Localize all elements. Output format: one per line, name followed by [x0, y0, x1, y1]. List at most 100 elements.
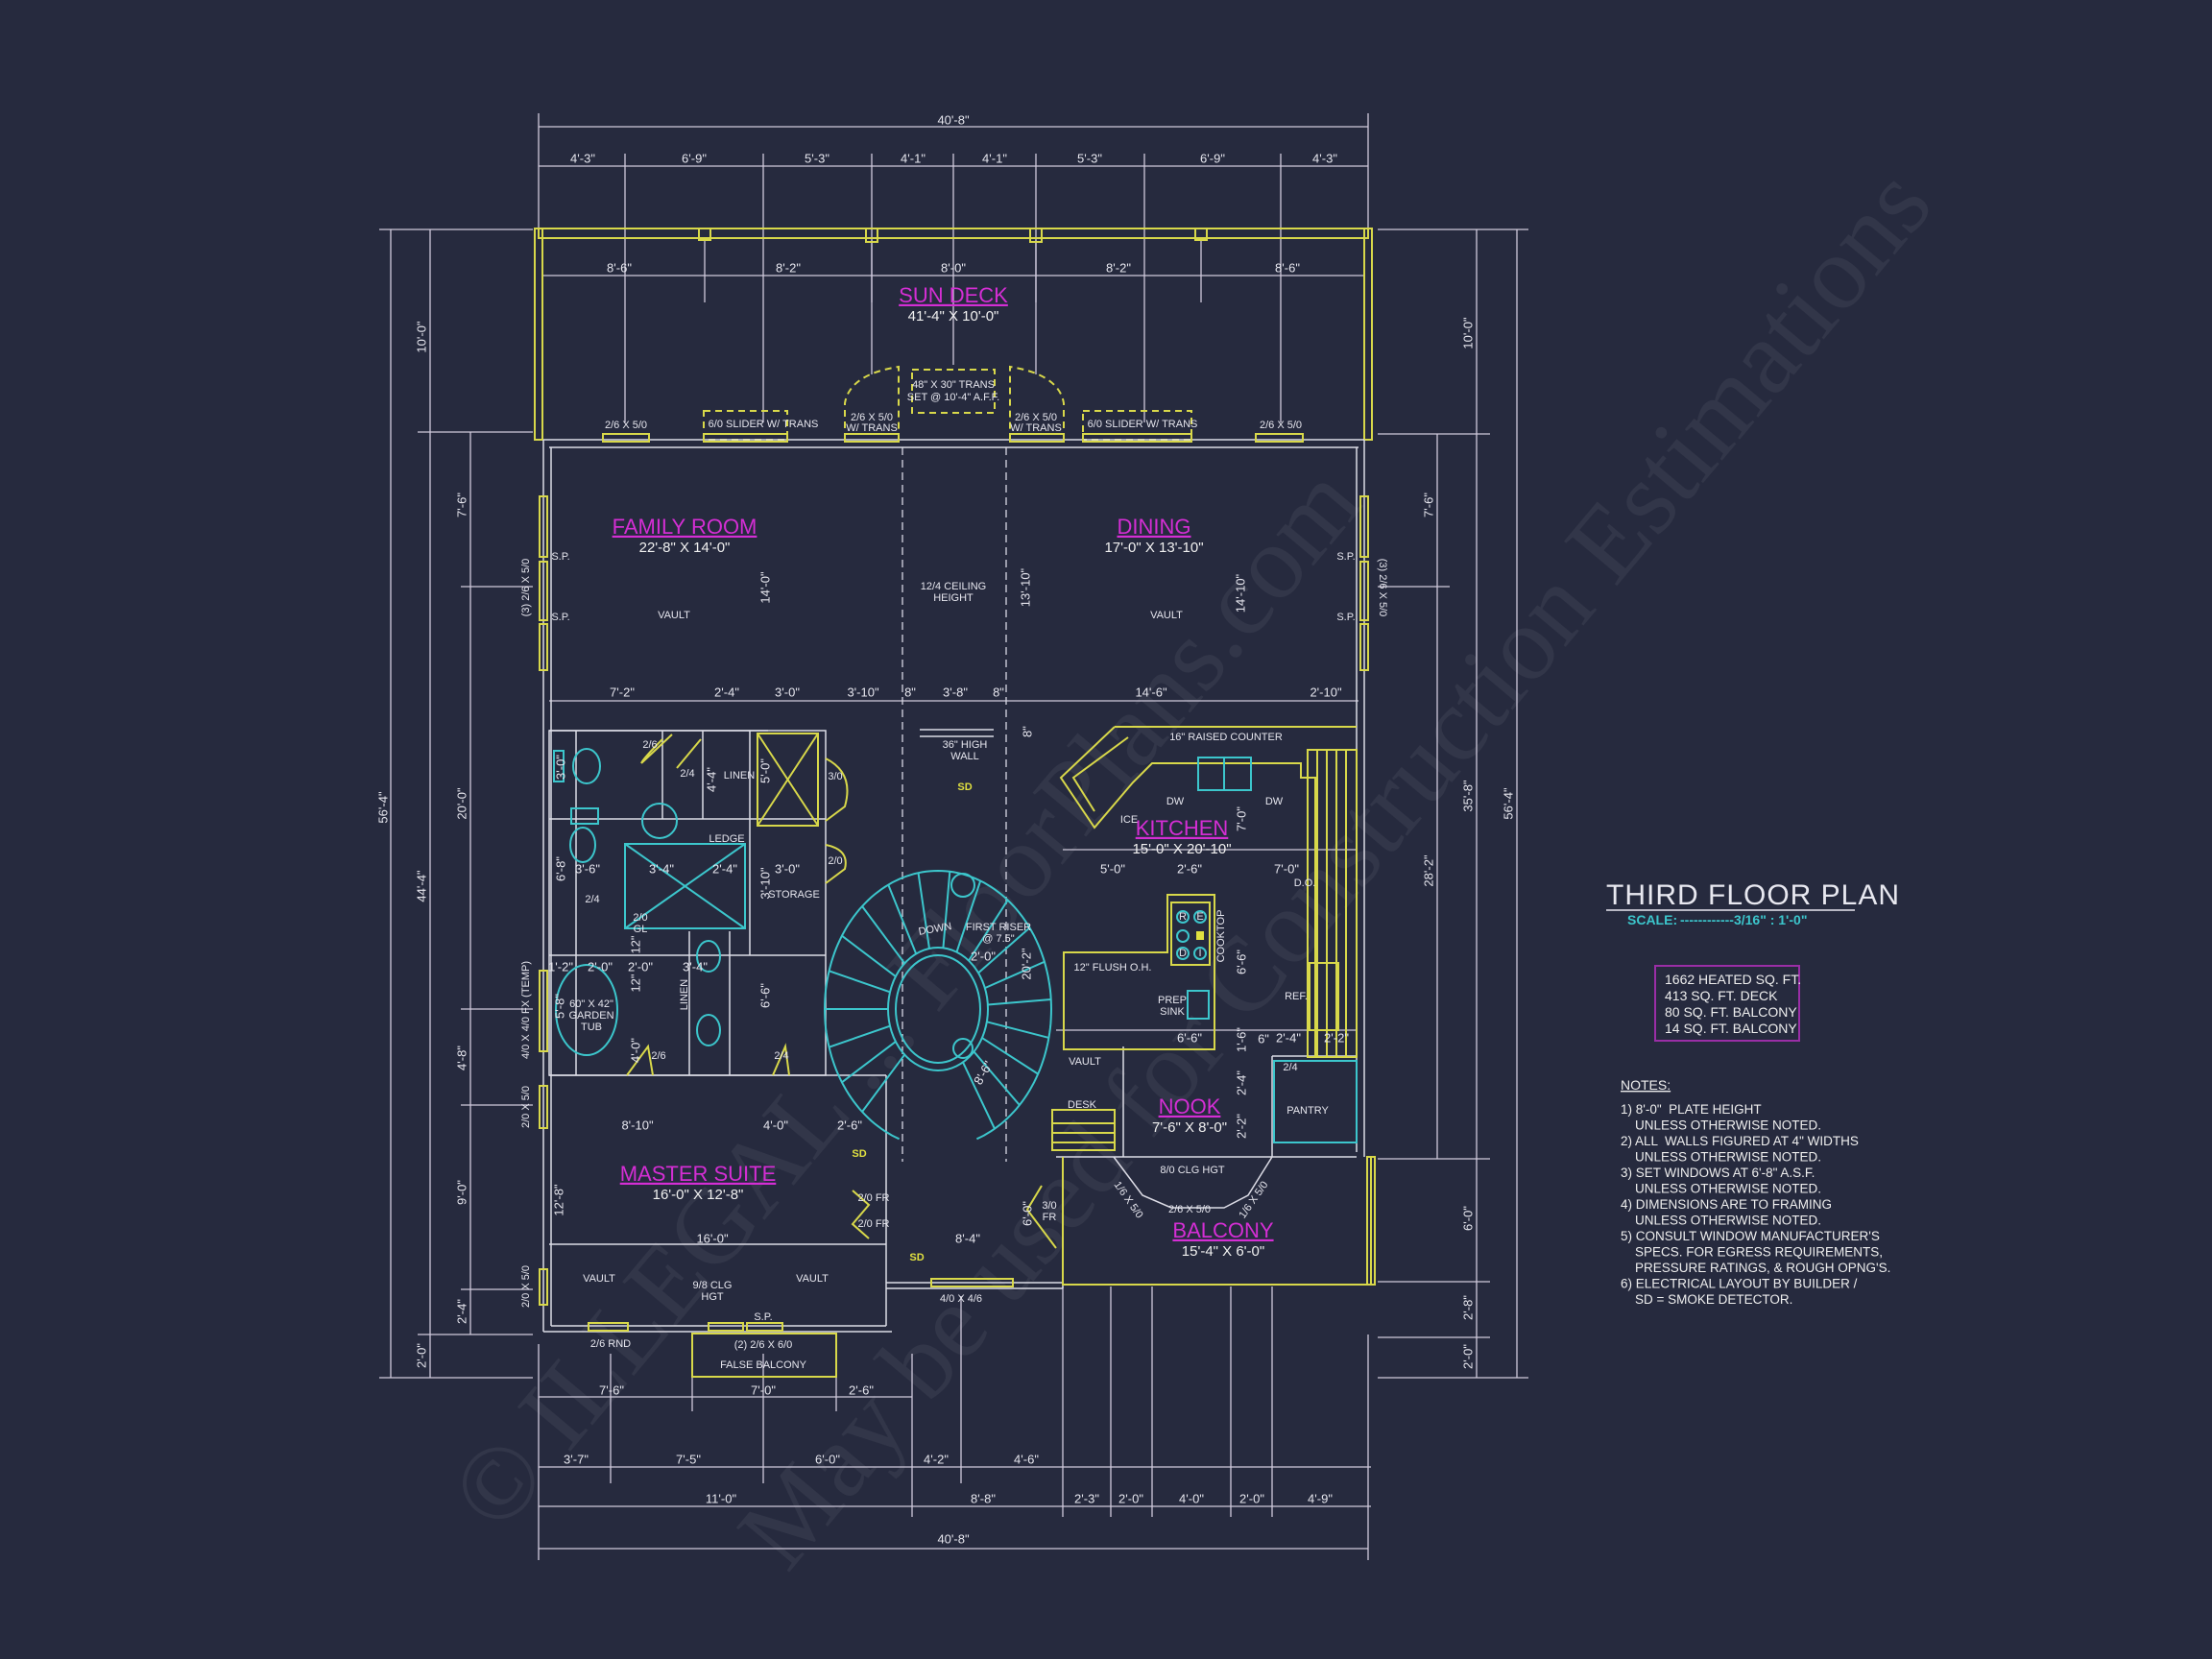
plan-label: 3'-8" [943, 685, 968, 699]
room-size: 15'-0" X 20'-10" [1132, 841, 1231, 857]
dimension-bottom: 4'-2" [924, 1452, 949, 1466]
plan-label: 2'-4" [1276, 1030, 1301, 1045]
plan-label: 7'-0" [1234, 806, 1248, 831]
plan-label: 2'-6" [1177, 861, 1202, 876]
scale-label: SCALE: [1627, 912, 1677, 927]
balcony [1062, 1156, 1376, 1286]
plan-label: 2/0 [633, 912, 647, 924]
plan-label: 6'-6" [1177, 1030, 1202, 1045]
plan-label: 3/0 [1042, 1200, 1056, 1212]
plan-label: LEDGE [709, 833, 744, 845]
plan-label: 2'-10" [1310, 685, 1342, 699]
dimension-bottom: 2'-0" [1239, 1491, 1264, 1505]
plan-label: 6'-6" [1234, 950, 1248, 974]
plan-label: COOKTOP [1215, 910, 1227, 963]
room-size: 41'-4" X 10'-0" [908, 308, 999, 325]
plan-label: 8" [993, 685, 1004, 699]
plan-label: (3) 2/6 X 5/0 [1377, 559, 1388, 617]
plan-label: 16" RAISED COUNTER [1169, 732, 1283, 743]
dimension-right: 2'-0" [1460, 1344, 1475, 1369]
dimension-bottom: 11'-0" [706, 1491, 737, 1505]
plan-label: 2/0 FR [857, 1218, 889, 1230]
room-name: BALCONY [1172, 1218, 1273, 1242]
plan-label: REF. [1285, 991, 1308, 1002]
note-line: UNLESS OTHERWISE NOTED. [1621, 1150, 1821, 1165]
dimension-deck: 8'-0" [941, 260, 966, 275]
plan-label: 2/4 [585, 894, 599, 905]
note-line: UNLESS OTHERWISE NOTED. [1621, 1214, 1821, 1228]
dimension-overall-bottom: 40'-8" [937, 1531, 970, 1546]
kitchen-cabinets [1051, 726, 1358, 1151]
stair-tread [981, 1037, 1039, 1075]
cooktop-burner: I [1198, 948, 1201, 959]
plan-label: 8/0 CLG HGT [1160, 1165, 1225, 1176]
stair-outer-rail [823, 869, 1053, 1141]
dimension-top: 5'-3" [1077, 151, 1102, 165]
stair-tread [829, 970, 891, 994]
plan-label: 6'-6" [757, 983, 772, 1008]
plan-label: DW [1265, 796, 1284, 807]
plan-label: PANTRY [1286, 1105, 1329, 1117]
bath-fixtures [553, 733, 819, 1056]
note-line: 3) SET WINDOWS AT 6'-8" A.S.F. [1621, 1166, 1815, 1180]
dimension-labels: 40'-8"4'-3"6'-9"5'-3"4'-1"4'-1"5'-3"6'-9… [375, 112, 1515, 1546]
plan-label: 2/6 X 5/0 [1015, 412, 1057, 423]
plan-label: LINEN [724, 770, 755, 781]
plan-label: 5'-0" [757, 758, 772, 783]
plan-label: 13'-10" [1018, 567, 1032, 607]
area-heated: 1662 HEATED SQ. FT. [1665, 972, 1801, 987]
dimension-left: 2'-4" [454, 1299, 469, 1324]
plan-label: 1'-6" [1234, 1027, 1248, 1052]
plan-label: 2/0 X 5/0 [520, 1265, 532, 1308]
note-line: SD = SMOKE DETECTOR. [1621, 1292, 1792, 1307]
dimension-right: 35'-8" [1460, 780, 1475, 812]
plan-label: 3'-0" [775, 685, 800, 699]
room-name: DINING [1118, 515, 1191, 539]
room-name: FAMILY ROOM [613, 515, 757, 539]
plan-label: 2'-0" [588, 959, 613, 974]
dimension-bottom: 8'-8" [971, 1491, 996, 1505]
area-balcony-2: 14 SQ. FT. BALCONY [1665, 1021, 1797, 1036]
dimension-top: 4'-1" [901, 151, 926, 165]
plan-label: 7'-0" [1274, 861, 1299, 876]
note-line: SPECS. FOR EGRESS REQUIREMENTS, [1621, 1245, 1883, 1260]
plan-label: 6'-0" [1020, 1201, 1034, 1226]
stair-tread [917, 873, 930, 950]
dimension-bottom: 2'-0" [1118, 1491, 1143, 1505]
dimension-top: 4'-1" [982, 151, 1007, 165]
room-name: NOOK [1159, 1094, 1221, 1118]
stair-tread [962, 1061, 996, 1130]
dimension-deck: 8'-6" [1275, 260, 1300, 275]
plan-label: 2'-2" [1324, 1030, 1349, 1045]
plan-label: 8'-10" [621, 1118, 654, 1132]
stair-tread [986, 1021, 1049, 1039]
plan-label: VAULT [1069, 1056, 1101, 1068]
note-line: PRESSURE RATINGS, & ROUGH OPNG'S. [1621, 1261, 1890, 1275]
plan-label: 2/6 X 5/0 [1168, 1204, 1211, 1215]
dimension-top: 4'-3" [1312, 151, 1337, 165]
note-line: 1) 8'-0" PLATE HEIGHT [1621, 1102, 1762, 1117]
plan-label: 1'-2" [548, 959, 573, 974]
plan-label: 9/8 CLG [693, 1280, 733, 1291]
plan-label: 2'-4" [712, 861, 737, 876]
plan-label: 8" [1020, 726, 1034, 737]
dimension-left: 7'-6" [454, 493, 469, 517]
dimension-top: 6'-9" [682, 151, 707, 165]
plan-label: 48" X 30" TRANS [912, 379, 995, 391]
plan-label: 12" FLUSH O.H. [1074, 962, 1152, 974]
dimension-bottom: 2'-6" [849, 1382, 874, 1397]
plan-label: 3'-10" [847, 685, 879, 699]
plan-label: 2'-4" [714, 685, 739, 699]
plan-label: WALL [950, 751, 979, 762]
plan-label: 4'-4" [704, 767, 718, 792]
plan-label: 7'-2" [610, 685, 635, 699]
plan-label: GARDEN [568, 1010, 613, 1022]
cooktop-burner: E [1196, 911, 1203, 923]
plan-label: SD [957, 781, 972, 793]
plan-label: ICE [1120, 814, 1138, 826]
stair-tread [955, 880, 982, 952]
cooktop-burner: D [1179, 948, 1187, 959]
plan-label: 8'-4" [955, 1231, 980, 1245]
plan-label: VAULT [583, 1273, 615, 1285]
